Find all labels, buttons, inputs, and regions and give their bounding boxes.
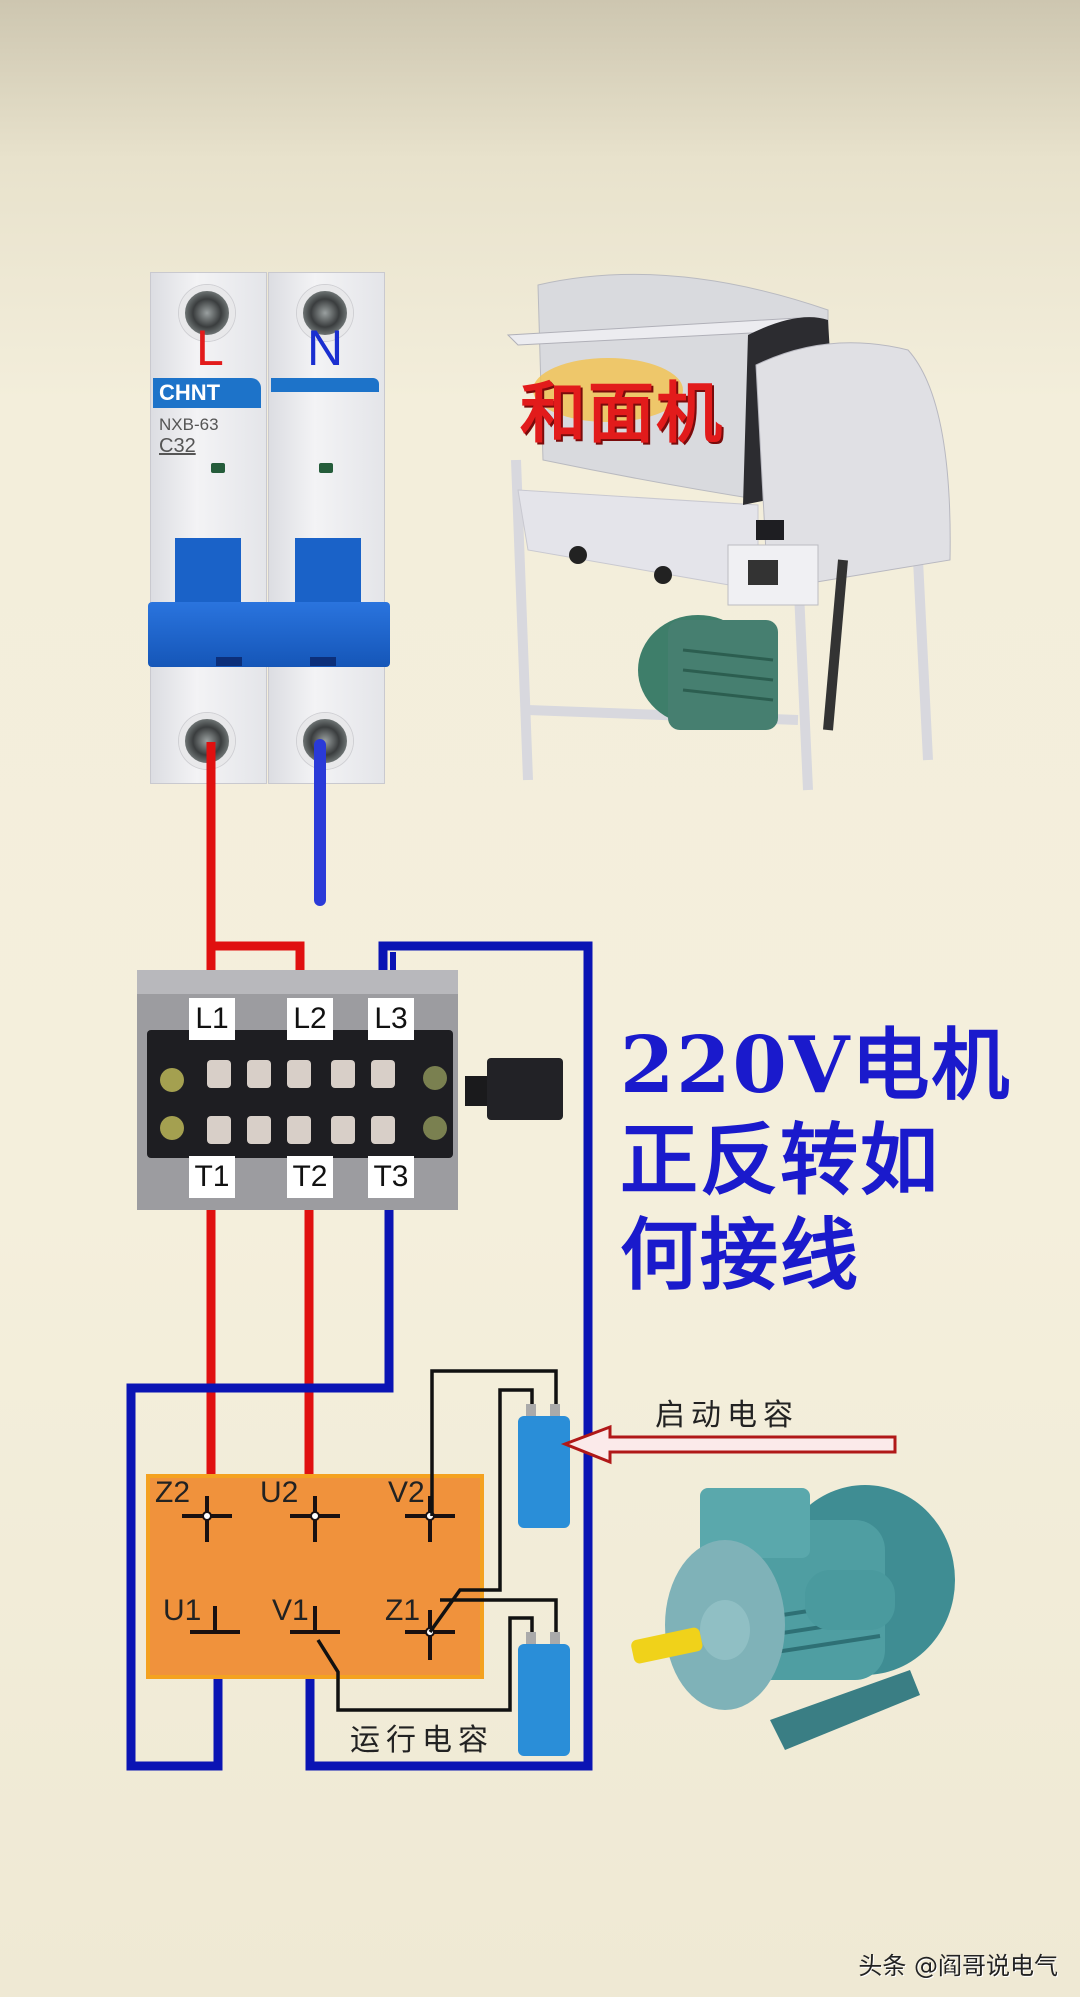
terminal-v2: V2 [388, 1476, 425, 1509]
status-indicator [319, 463, 333, 473]
status-indicator [211, 463, 225, 473]
terminal-t1: T1 [189, 1156, 235, 1198]
rotary-handle-icon [465, 1058, 565, 1120]
terminal-z2: Z2 [155, 1476, 191, 1509]
run-capacitor-label: 运行电容 [350, 1723, 494, 1758]
watermark: 头条 @阎哥说电气 [858, 1952, 1058, 1980]
brand-stripe [271, 378, 379, 392]
terminal-screw-icon [179, 285, 235, 341]
breaker-pole-neutral: N [268, 272, 385, 784]
brand-logo: CHNT [153, 378, 261, 408]
title-line-2: 正反转如 [620, 1115, 941, 1206]
t3-wire [126, 1200, 394, 1771]
page-title: 220V电机 正反转如 何接线 [620, 1018, 1011, 1303]
circuit-breaker: L CHNT NXB-63 C32 N [148, 272, 390, 784]
neutral-loop-wire [305, 941, 593, 1771]
motor-terminal-box [146, 1474, 484, 1679]
model-number: NXB-63 [159, 415, 219, 434]
dough-mixer-image: 和面机 [498, 260, 958, 800]
terminal-l3: L3 [368, 998, 414, 1040]
title-line-1: 220V电机 [620, 1020, 1012, 1111]
live-label: L [196, 320, 224, 376]
neutral-label: N [307, 320, 344, 376]
breaker-pole-live: L CHNT NXB-63 C32 [150, 272, 267, 784]
handle-notch [310, 657, 336, 666]
rating-label: C32 [159, 435, 196, 457]
toggle-handle-bar [148, 602, 390, 667]
dough-mixer-illustration [506, 273, 951, 791]
terminal-z1: Z1 [385, 1594, 421, 1627]
electric-motor-image [631, 1485, 955, 1750]
terminal-v1: V1 [272, 1594, 309, 1627]
terminal-u2: U2 [260, 1476, 299, 1509]
terminal-t2: T2 [287, 1156, 333, 1198]
terminal-t3: T3 [368, 1156, 414, 1198]
title-line-3: 何接线 [620, 1210, 861, 1301]
handle-notch [216, 657, 242, 666]
terminal-l2: L2 [287, 998, 333, 1040]
dough-mixer-label: 和面机 [520, 374, 724, 452]
reversing-switch: L1 L2 L3 T1 T2 T3 [135, 968, 460, 1218]
start-capacitor-label: 启动电容 [655, 1398, 799, 1433]
terminal-l1: L1 [189, 998, 235, 1040]
terminal-u1: U1 [163, 1594, 202, 1627]
terminal-screw-icon [297, 285, 353, 341]
